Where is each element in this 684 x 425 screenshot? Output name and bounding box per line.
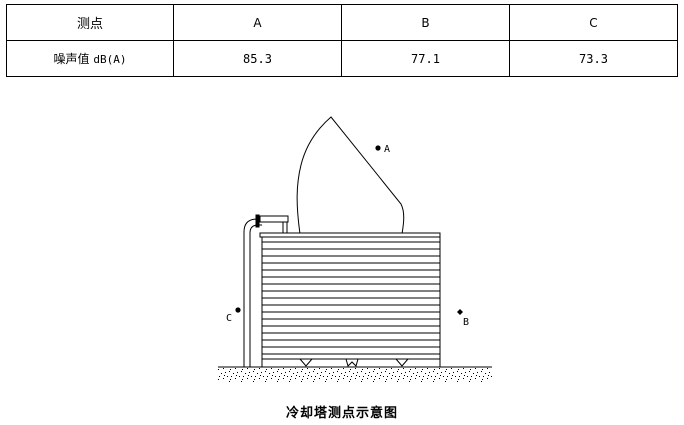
value-b: 77.1 xyxy=(341,40,510,77)
diagram-caption: 冷却塔测点示意图 xyxy=(285,406,398,421)
point-label-c: C xyxy=(226,313,232,324)
table-row-noise: 噪声值 dB(A) 85.3 77.1 73.3 xyxy=(6,40,678,77)
point-label-a: A xyxy=(384,144,390,155)
tower-base xyxy=(261,358,441,367)
tower-body xyxy=(261,236,441,360)
measurement-point-c: C xyxy=(226,307,241,324)
row-label: 噪声值 xyxy=(53,52,90,66)
header-cell-a: A xyxy=(173,4,342,41)
tower-top-plate xyxy=(259,232,441,238)
table-header-row: 测点 A B C xyxy=(6,4,678,41)
ground xyxy=(218,366,492,382)
measurement-point-b: B xyxy=(457,309,469,328)
row-label-cell: 噪声值 dB(A) xyxy=(6,40,174,77)
discharge-outline xyxy=(296,116,405,235)
row-unit: dB(A) xyxy=(93,53,127,66)
value-c: 73.3 xyxy=(509,40,678,77)
inlet-pipe xyxy=(243,214,289,367)
header-cell-point: 测点 xyxy=(6,4,174,41)
point-label-b: B xyxy=(463,317,469,328)
value-a: 85.3 xyxy=(173,40,342,77)
measurement-point-a: A xyxy=(375,144,390,155)
noise-measurement-table: 测点 A B C 噪声值 dB(A) 85.3 77.1 73.3 xyxy=(6,4,678,77)
